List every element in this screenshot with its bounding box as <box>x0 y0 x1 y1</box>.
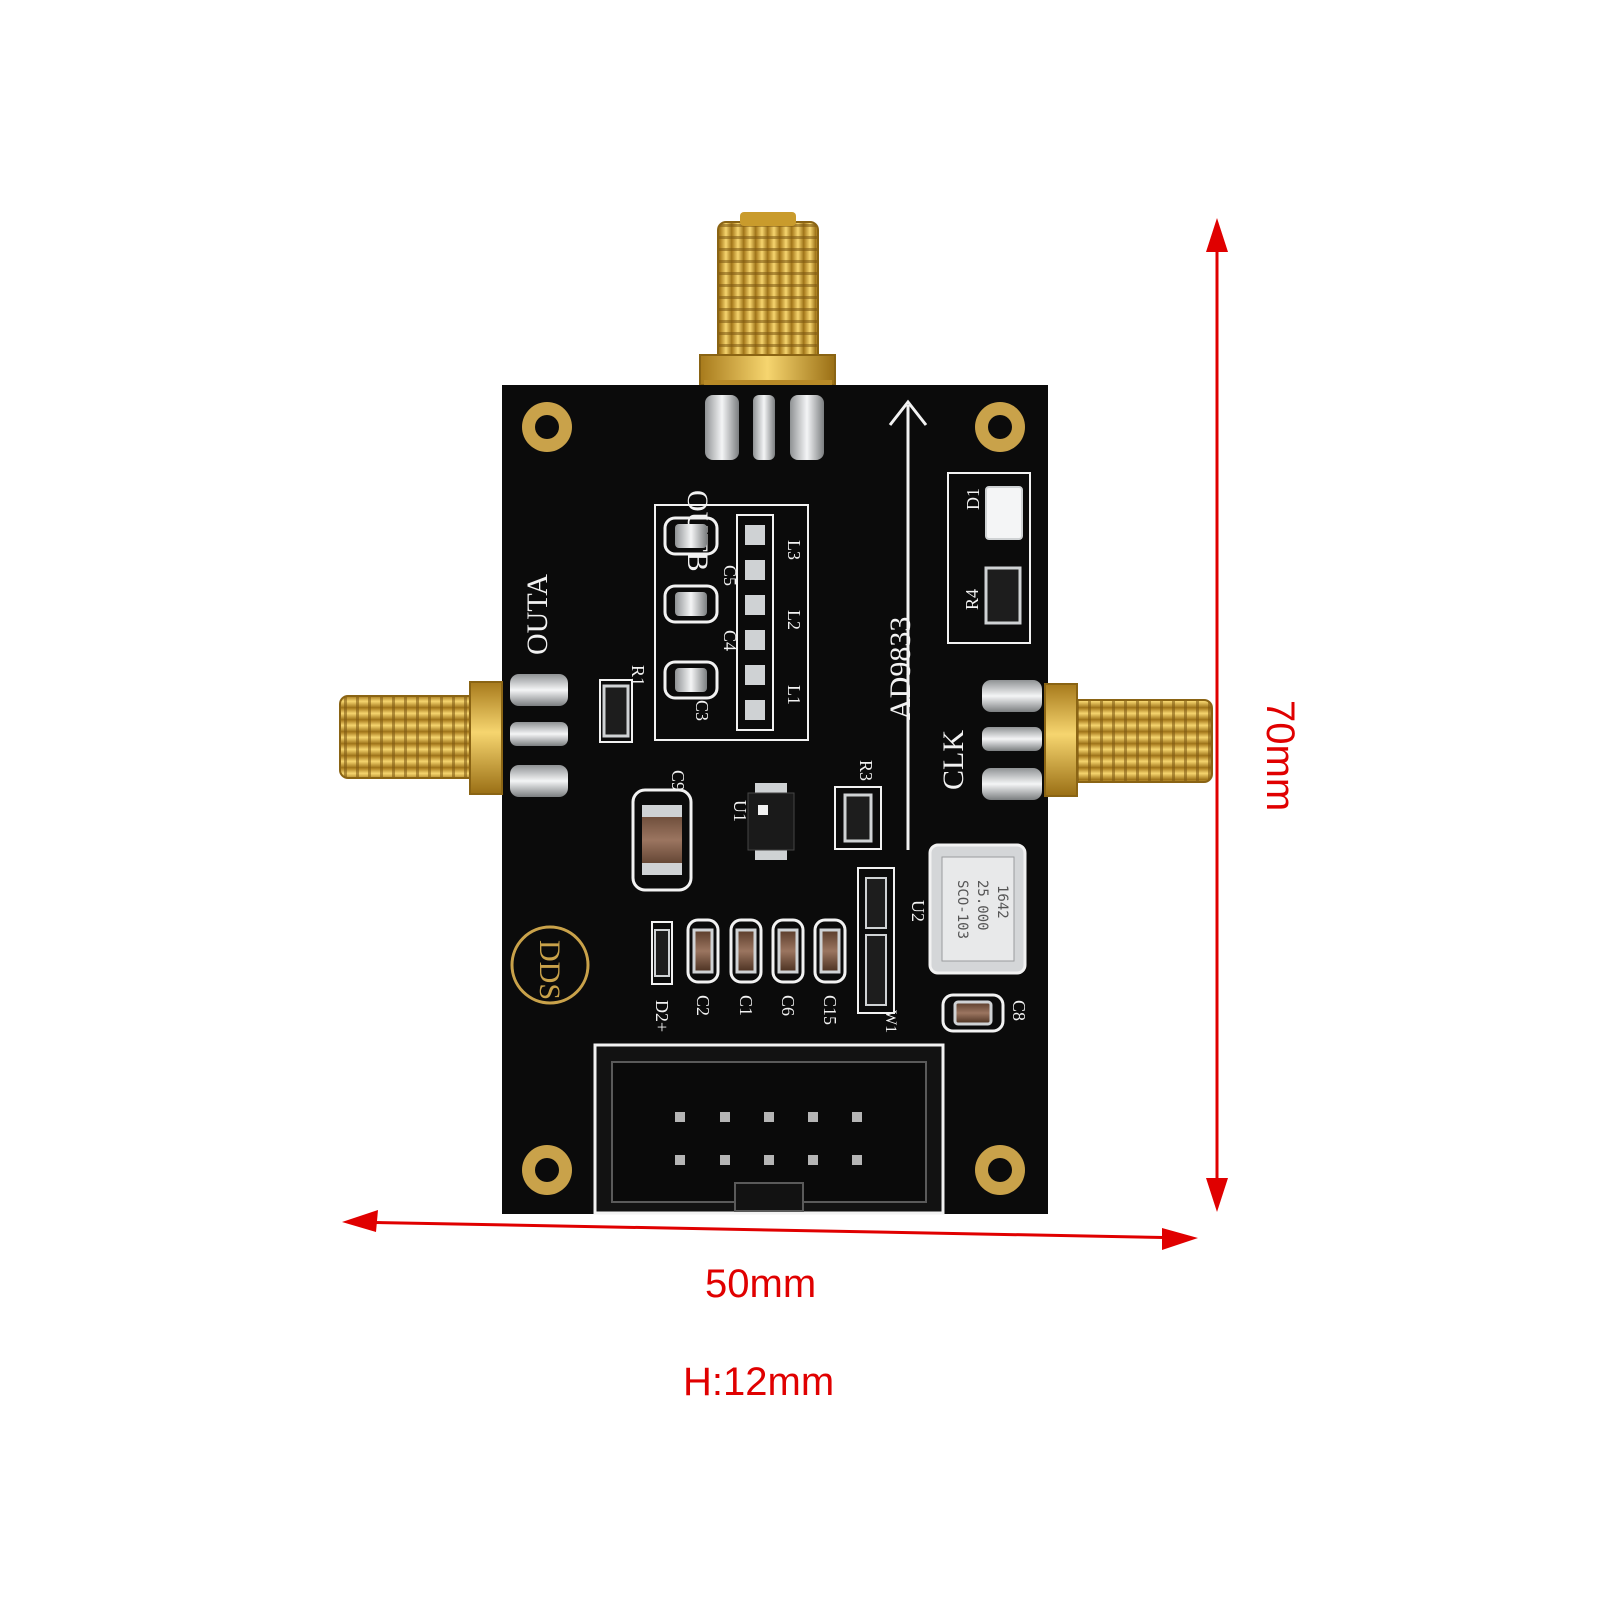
label-chip-name: AD9833 <box>884 617 917 720</box>
box-header-connector <box>593 1043 945 1215</box>
width-dimension-label: 50mm <box>705 1262 817 1306</box>
label-c1: C1 <box>736 995 756 1016</box>
label-c5: C5 <box>720 565 740 586</box>
resistor-r1 <box>599 679 633 743</box>
mounting-holes <box>522 402 1025 1195</box>
label-d2: D2+ <box>652 1000 672 1032</box>
height-dimension-label: H:12mm <box>683 1360 835 1404</box>
oscillator-line-1: SCO-103 <box>954 880 970 939</box>
label-clk: CLK <box>937 730 970 790</box>
diode-d2 <box>651 921 673 985</box>
oscillator-line-2: 25.000 <box>974 880 990 931</box>
label-l3: L3 <box>784 540 804 560</box>
d1-r4-block <box>947 472 1031 644</box>
chip-u1 <box>747 783 795 860</box>
label-l1: L1 <box>784 685 804 705</box>
filter-block <box>654 504 809 741</box>
label-u2: U2 <box>908 900 928 922</box>
sma-connector-outa <box>339 681 503 795</box>
double-arrow-vertical-icon <box>1206 218 1228 1212</box>
outa-pads <box>510 674 568 797</box>
oscillator <box>928 843 1027 975</box>
jumper-header-u2 <box>857 867 895 1014</box>
length-dimension-label: 70mm <box>1258 700 1302 812</box>
dds-logo <box>510 925 590 1005</box>
capacitor-c8 <box>941 993 1005 1033</box>
double-arrow-horizontal-icon <box>342 1210 1198 1250</box>
label-c2: C2 <box>693 995 713 1016</box>
sma-connector-clk <box>1044 683 1213 797</box>
sma-connector-outb <box>699 212 836 402</box>
label-c3: C3 <box>692 700 712 721</box>
label-u1: U1 <box>730 800 750 822</box>
capacitor-c9 <box>631 788 693 892</box>
clk-pads <box>982 680 1042 800</box>
label-c9: C9 <box>668 770 688 791</box>
oscillator-line-3: 1642 <box>994 885 1010 919</box>
label-l2: L2 <box>784 610 804 630</box>
label-r3: R3 <box>856 760 876 781</box>
label-c4: C4 <box>720 630 740 651</box>
label-r1: R1 <box>628 665 648 686</box>
label-c8: C8 <box>1009 1000 1029 1021</box>
resistor-r3 <box>834 786 882 850</box>
arrow-up-icon <box>888 399 928 850</box>
label-c6: C6 <box>778 995 798 1016</box>
label-d1: D1 <box>963 488 983 510</box>
label-outa: OUTA <box>521 574 554 655</box>
logo-text: DDS <box>533 940 566 1000</box>
label-w1: W1 <box>882 1010 899 1033</box>
label-r4: R4 <box>962 589 982 610</box>
label-c15: C15 <box>820 995 840 1025</box>
capacitor-row <box>686 918 847 984</box>
outb-pads <box>705 395 824 460</box>
